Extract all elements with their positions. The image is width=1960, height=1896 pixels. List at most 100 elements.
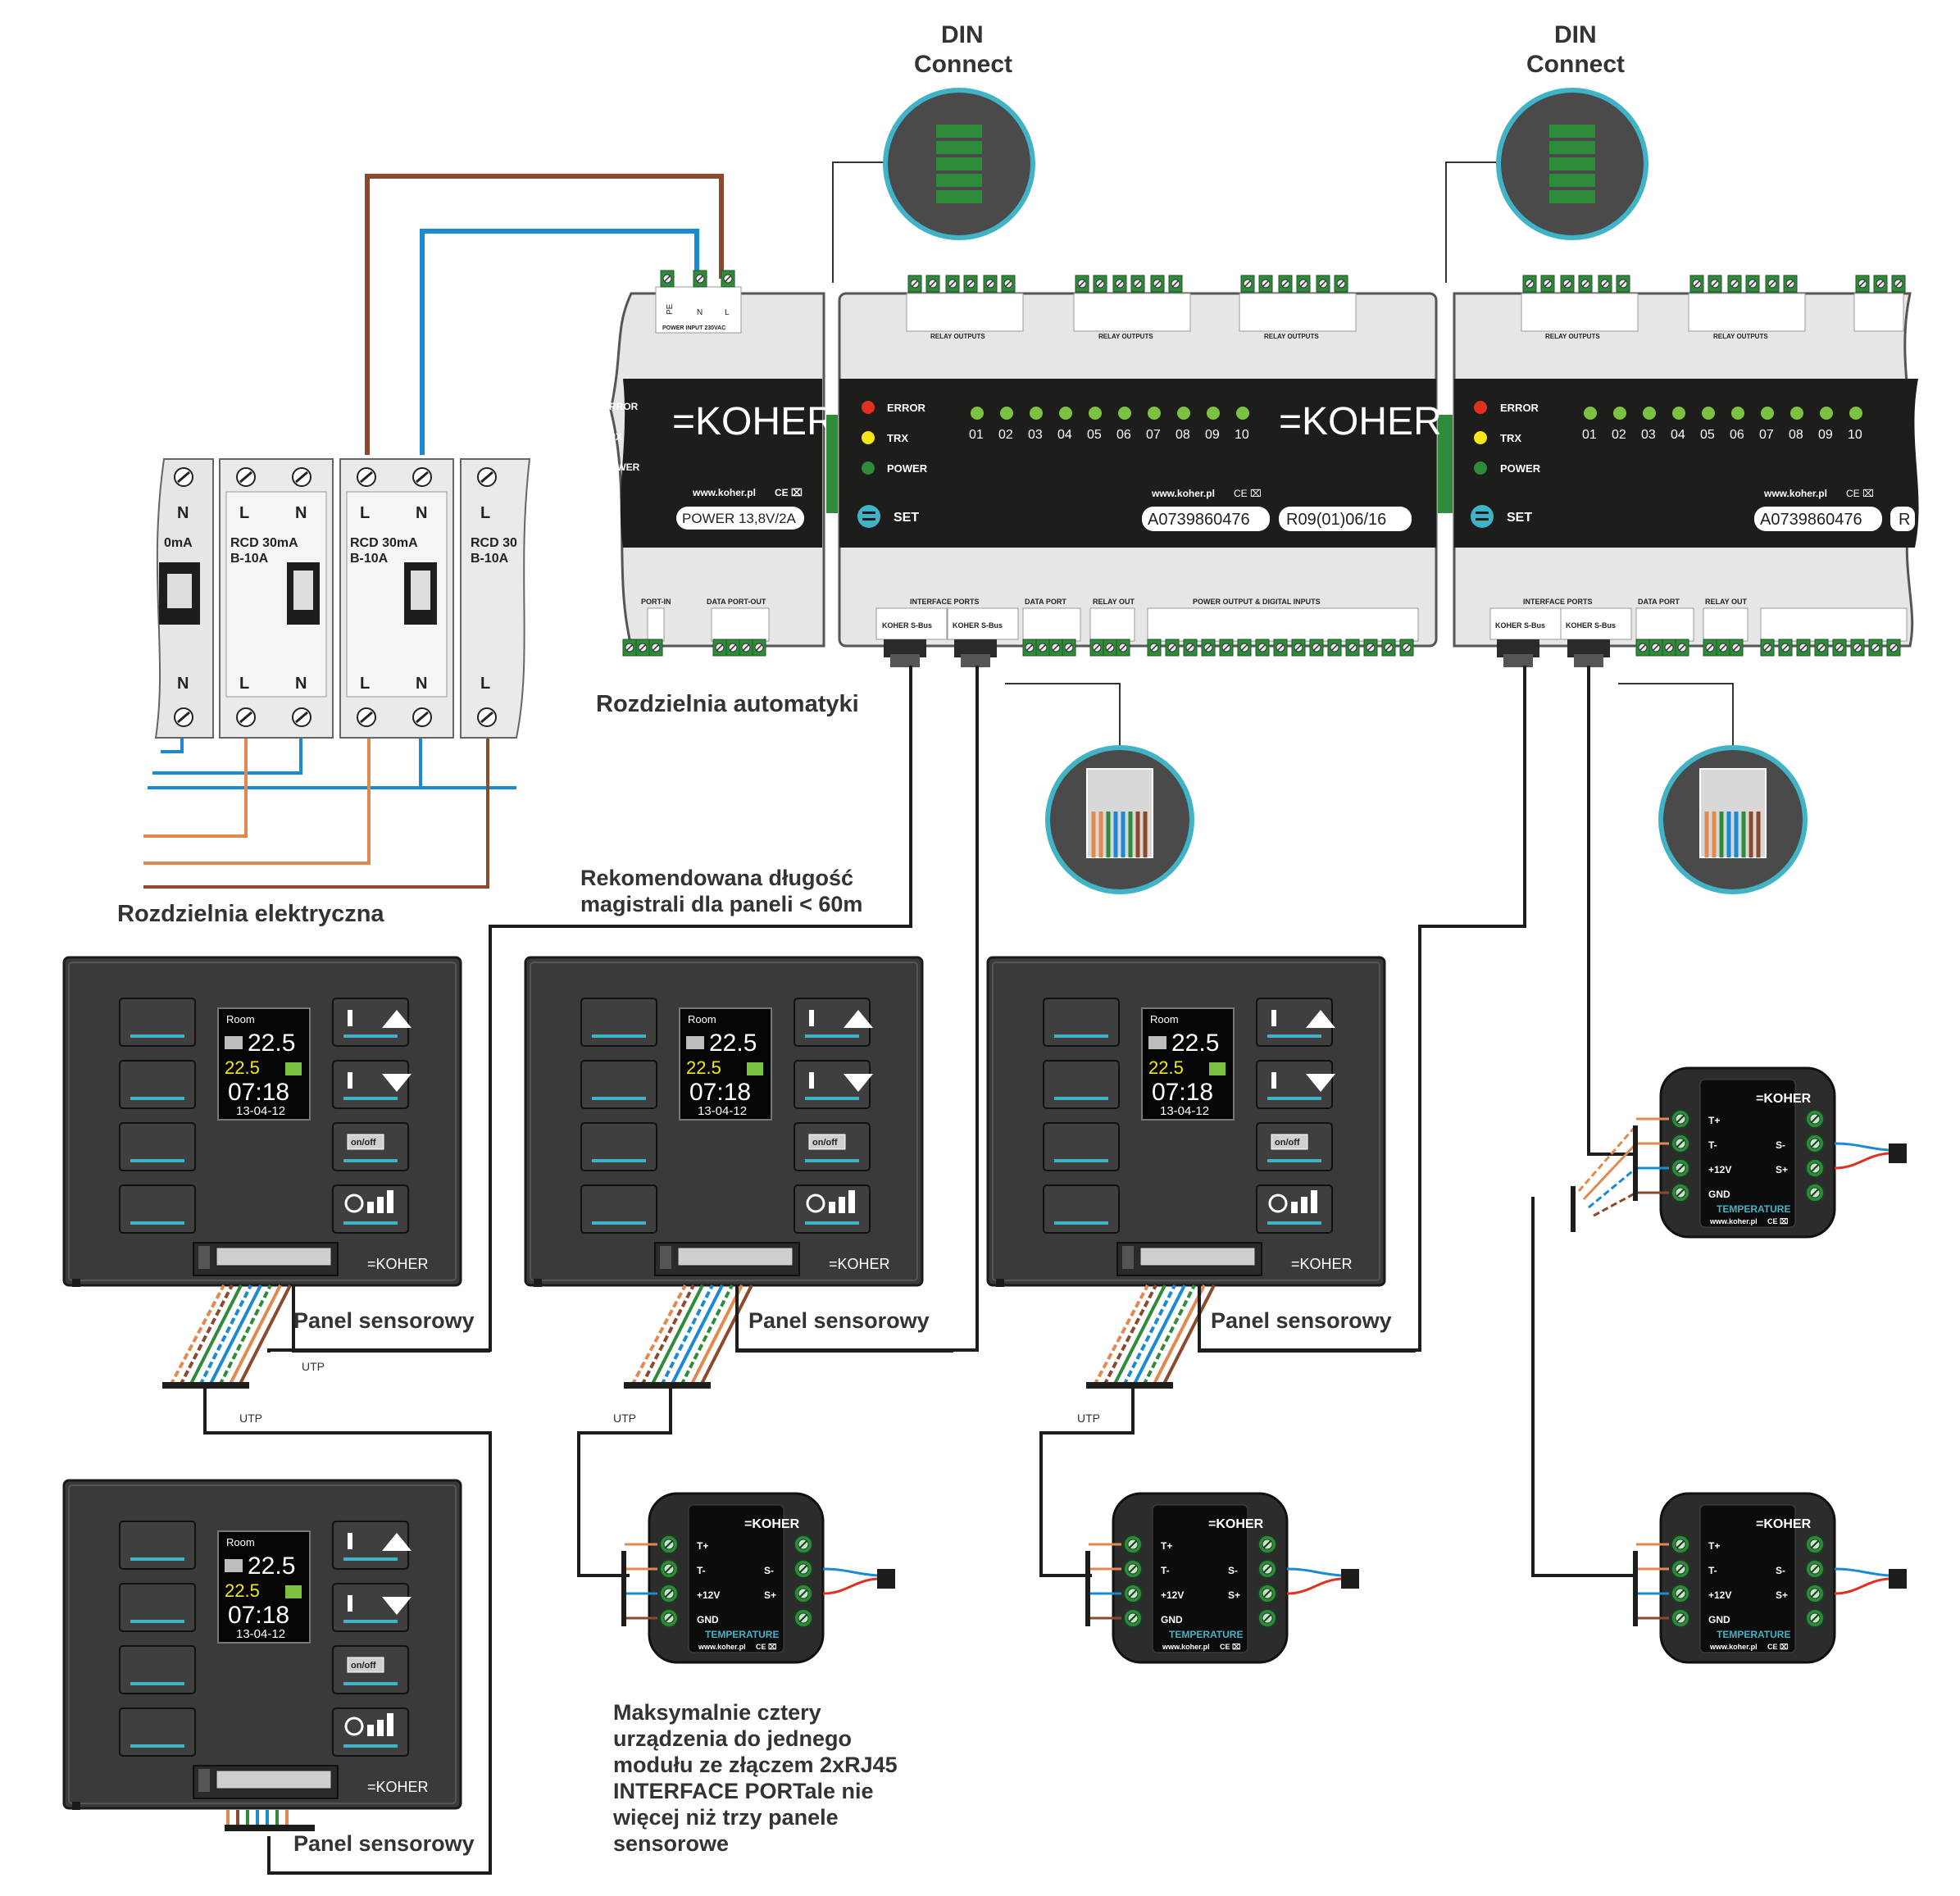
pm-term-l: L xyxy=(725,308,730,317)
sensor-tr-marks: CE ⌧ xyxy=(1767,1217,1788,1225)
sensor3-marks: CE ⌧ xyxy=(1767,1643,1788,1651)
sensor-tr-tminus: T- xyxy=(1708,1139,1717,1151)
rm2-ch-05: 05 xyxy=(1700,428,1715,442)
panel1-time: 07:18 xyxy=(228,1079,289,1106)
sensor3-brand: =KOHER xyxy=(1756,1517,1812,1531)
max-note-5: więcej niż trzy panele xyxy=(612,1805,839,1830)
panel3-time: 07:18 xyxy=(1152,1079,1213,1106)
breaker-panel xyxy=(154,458,531,739)
pm-term-pe: PE xyxy=(666,303,675,315)
breaker-top-l-2: L xyxy=(360,504,370,522)
rm2-led-trx: TRX xyxy=(1500,432,1521,444)
panel3-brand: =KOHER xyxy=(1291,1256,1353,1272)
sensor-tr-12v: +12V xyxy=(1708,1164,1731,1175)
rj45-callout-1 xyxy=(1005,683,1194,894)
rm1-serial: A0739860476 xyxy=(1148,511,1250,529)
breaker-top-l-3: L xyxy=(480,504,490,522)
panel4-set-temp: 22.5 xyxy=(225,1580,260,1601)
rm1-ch-06: 06 xyxy=(1116,428,1131,442)
panel3-set-temp: 22.5 xyxy=(1148,1057,1184,1078)
sensor2-sminus: S- xyxy=(1228,1565,1238,1576)
panel4-brand: =KOHER xyxy=(367,1779,429,1795)
power-module xyxy=(609,270,825,648)
rcd3-line2: B-10A xyxy=(471,552,509,566)
sensor3-splus: S+ xyxy=(1776,1589,1788,1601)
rm2-sbus-1: KOHER S-Bus xyxy=(1495,621,1545,630)
pm-power-badge: POWER 13,8V/2A xyxy=(682,511,797,526)
sensor-tr-url: www.koher.pl xyxy=(1709,1217,1758,1225)
sensor-tr-sminus: S- xyxy=(1776,1139,1785,1151)
din-connect-2-line1: DIN xyxy=(1554,21,1597,48)
rm2-serial: A0739860476 xyxy=(1760,511,1862,529)
sensor-tr-splus: S+ xyxy=(1776,1164,1788,1175)
utp-label-1: UTP xyxy=(302,1360,325,1373)
sensor2-12v: +12V xyxy=(1161,1589,1184,1601)
sensor-tr-gnd: GND xyxy=(1708,1189,1730,1200)
sensor1-12v: +12V xyxy=(697,1589,720,1601)
rm1-ch-03: 03 xyxy=(1028,428,1043,442)
breaker-top-n-1: N xyxy=(295,504,307,522)
rm1-bottom-terminals xyxy=(1022,607,1419,657)
rm1-ch-07: 07 xyxy=(1146,428,1161,442)
max-note-1: Maksymalnie cztery xyxy=(613,1700,821,1725)
rm1-ch-02: 02 xyxy=(998,428,1013,442)
panel-2 xyxy=(525,957,922,1287)
sensor3-tplus: T+ xyxy=(1708,1540,1720,1552)
pm-marks: CE ⌧ xyxy=(775,487,803,498)
rm2-ch-10: 10 xyxy=(1848,428,1862,442)
rm1-relay-outputs-2: RELAY OUTPUTS xyxy=(1098,333,1153,340)
rj45-callout-2 xyxy=(1618,683,1808,894)
rm1-relay-out: RELAY OUT xyxy=(1093,598,1135,606)
panel4-onoff: on/off xyxy=(351,1661,376,1671)
power-feed-wires xyxy=(365,174,724,455)
panel3-room: Room xyxy=(1150,1013,1179,1025)
relay-module-2 xyxy=(1439,292,1919,648)
sensor-probes xyxy=(822,1142,1907,1595)
sensor2-tplus: T+ xyxy=(1161,1540,1172,1552)
rm1-marks: CE ⌧ xyxy=(1234,488,1262,499)
panel1-onoff: on/off xyxy=(351,1138,376,1148)
sensor-texts: =KOHER T+ T- +12V GND S- S+ TEMPERATURE … xyxy=(697,1092,1812,1651)
din-connect-1-line2: Connect xyxy=(914,51,1012,78)
sensor1-sminus: S- xyxy=(764,1565,774,1576)
rm2-marks: CE ⌧ xyxy=(1846,488,1874,499)
relay-module-2-top-terminals xyxy=(1521,275,1906,332)
panel1-brand: =KOHER xyxy=(367,1256,429,1272)
rm1-data-port: DATA PORT xyxy=(1025,598,1066,606)
pm-bottom-terminals xyxy=(622,607,770,657)
rcd-partial-label: 0mA xyxy=(164,536,193,550)
rm2-ch-02: 02 xyxy=(1612,428,1626,442)
rm2-set: SET xyxy=(1507,511,1532,525)
rm1-relay-outputs-1: RELAY OUTPUTS xyxy=(930,333,985,340)
sensor2-marks: CE ⌧ xyxy=(1220,1643,1240,1651)
breaker-top-n-0: N xyxy=(177,504,189,522)
pm-term-n: N xyxy=(697,308,703,317)
panel3-date: 13-04-12 xyxy=(1160,1104,1209,1118)
panel-1 xyxy=(64,957,461,1287)
panel4-time: 07:18 xyxy=(228,1602,289,1629)
rm2-bottom-terminals xyxy=(1635,607,1908,657)
rm2-version-partial: R xyxy=(1899,511,1910,529)
panel2-date: 13-04-12 xyxy=(698,1104,747,1118)
breaker-bot-l-2: L xyxy=(360,675,370,693)
sensor2-url: www.koher.pl xyxy=(1162,1643,1210,1651)
din-connect-callout-2 xyxy=(1445,88,1648,283)
panel2-set-temp: 22.5 xyxy=(686,1057,721,1078)
panel2-time: 07:18 xyxy=(689,1079,751,1106)
rm2-data-port: DATA PORT xyxy=(1638,598,1680,606)
rm2-channel-leds xyxy=(1584,407,1862,420)
panel-4 xyxy=(64,1480,461,1810)
utp-label-3: UTP xyxy=(613,1412,636,1425)
sensor3-gnd: GND xyxy=(1708,1614,1730,1625)
pm-input-label: POWER INPUT 230VAC xyxy=(662,325,725,331)
rm1-interface-ports: INTERFACE PORTS xyxy=(910,598,980,606)
panel-3 xyxy=(988,957,1385,1287)
utp-label-4: UTP xyxy=(1077,1412,1100,1425)
sensor2-type: TEMPERATURE xyxy=(1169,1629,1243,1640)
rm1-ch-01: 01 xyxy=(969,428,984,442)
rcd3-line1: RCD 30 xyxy=(471,536,517,550)
rm2-led-power: POWER xyxy=(1500,462,1541,475)
rm2-url: www.koher.pl xyxy=(1763,488,1827,499)
sensor1-gnd: GND xyxy=(697,1614,719,1625)
